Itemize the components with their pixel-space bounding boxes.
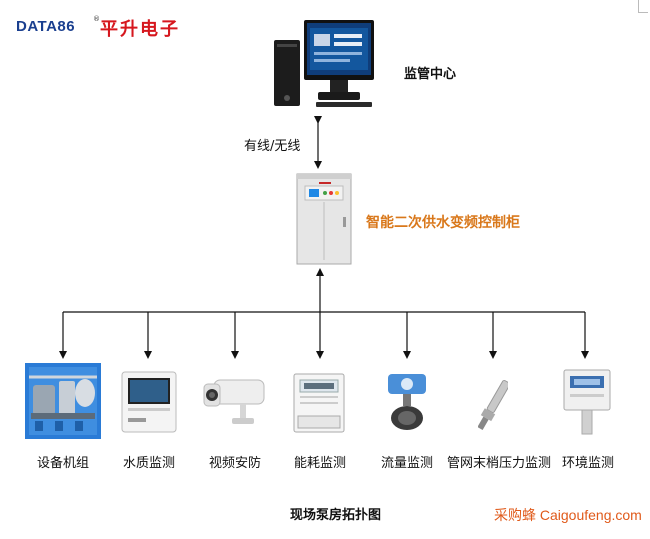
device-label-water-quality: 水质监测 — [122, 456, 175, 471]
page-corner-mark — [638, 0, 648, 13]
pressure-sensor-icon — [478, 379, 508, 431]
device-label-flow: 流量监测 — [380, 456, 433, 471]
device-label-energy: 能耗监测 — [293, 456, 346, 471]
watermark: 采购蜂 Caigoufeng.com — [494, 507, 642, 523]
computer-icon — [274, 20, 374, 107]
link-label: 有线/无线 — [244, 139, 301, 154]
registered-mark: ® — [93, 15, 100, 23]
device-label-pump-unit: 设备机组 — [36, 456, 89, 471]
security-camera-icon — [203, 379, 265, 424]
center-label: 监管中心 — [404, 67, 457, 82]
device-label-video-security: 视频安防 — [208, 456, 261, 471]
pump-unit-icon — [25, 363, 101, 439]
energy-meter-icon — [293, 373, 345, 433]
control-cabinet-icon — [296, 173, 352, 265]
cabinet-label: 智能二次供水变频控制柜 — [366, 215, 520, 231]
water-quality-meter-icon — [121, 371, 177, 433]
diagram-caption: 现场泵房拓扑图 — [290, 508, 382, 523]
device-label-pipe-pressure: 管网末梢压力监测 — [446, 456, 551, 471]
brand-logo-cn: 平升电子 — [100, 19, 180, 40]
flow-meter-icon — [388, 374, 426, 430]
environment-sensor-icon — [563, 369, 611, 435]
brand-logo-en: DATA86 — [16, 18, 76, 35]
device-label-environment: 环境监测 — [561, 456, 614, 471]
